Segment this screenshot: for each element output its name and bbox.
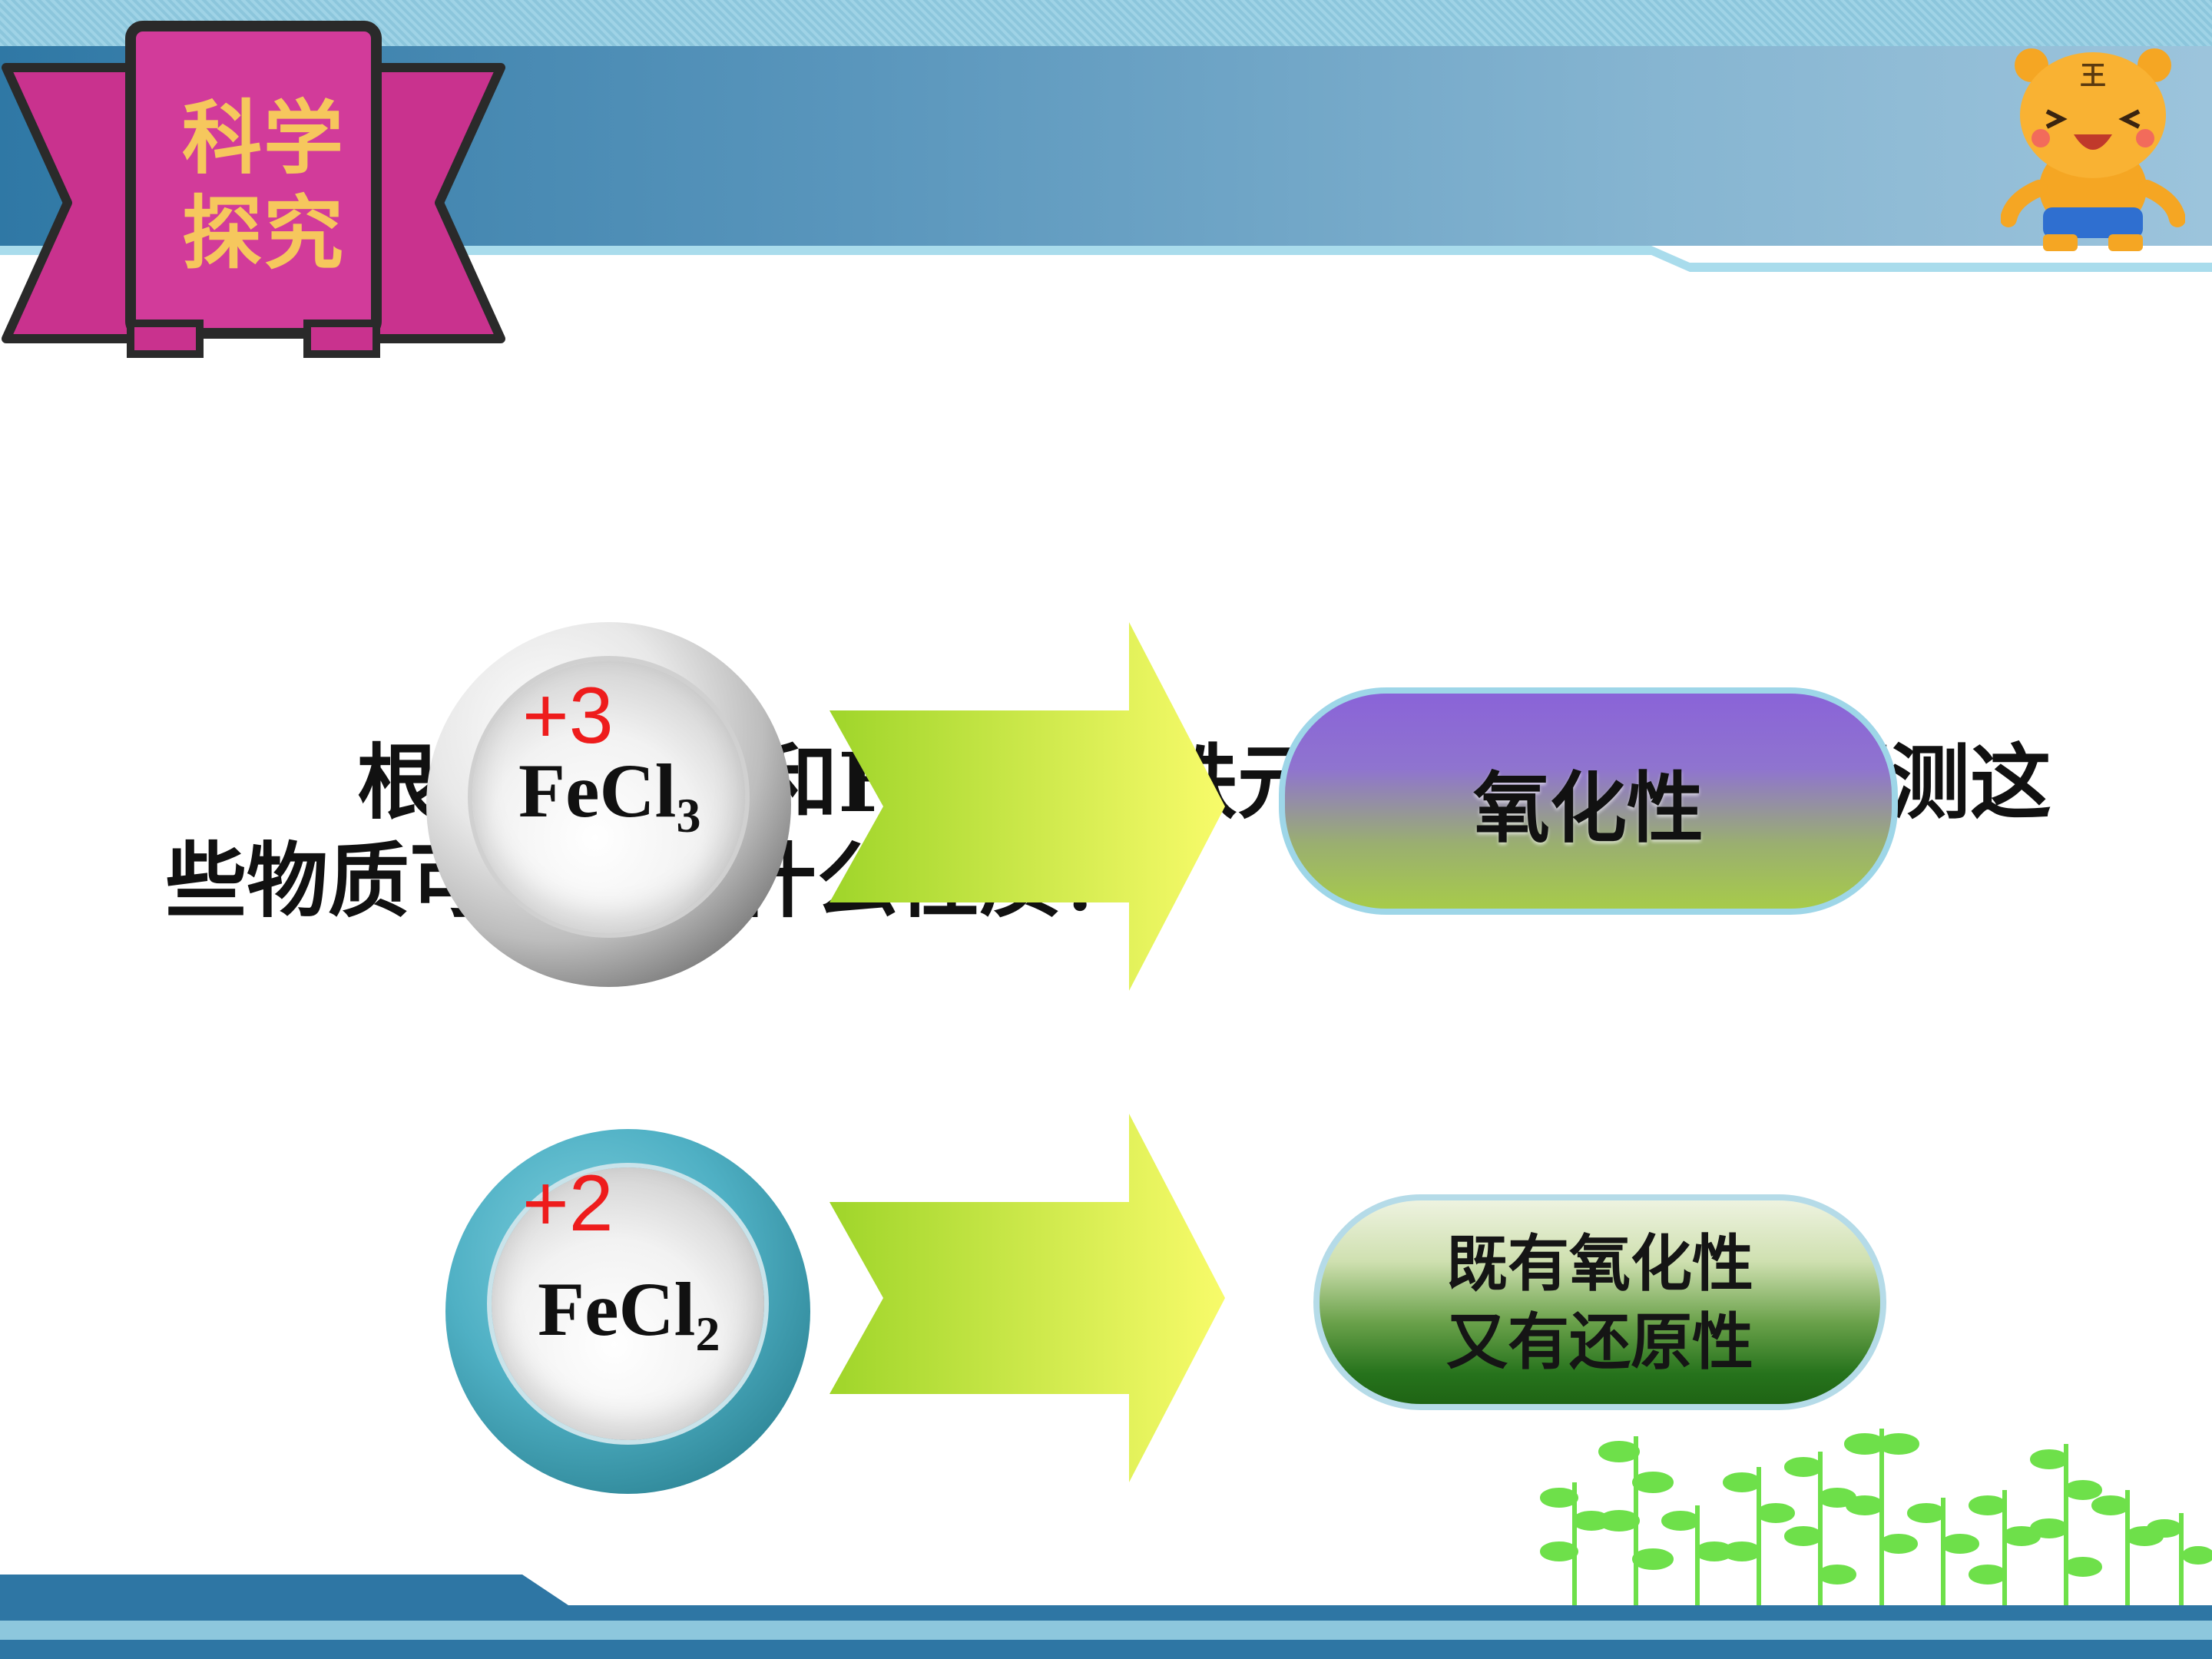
section-badge-title: 科学 探究 <box>175 91 352 281</box>
fecl3-charge: +3 <box>522 671 614 760</box>
footer-band <box>0 1575 2212 1659</box>
fecl2-formula-sub: 2 <box>695 1306 720 1361</box>
section-badge <box>2 21 505 358</box>
property-line-2: 又有还原性 <box>1446 1305 1753 1378</box>
arrow-right-icon <box>830 622 1225 991</box>
fecl2-formula-main: FeCl <box>538 1267 696 1352</box>
svg-text:王: 王 <box>2080 61 2106 91</box>
fecl3-formula-main: FeCl <box>518 748 677 833</box>
fecl3-disc-face <box>472 661 745 933</box>
fecl3-formula-sub: 3 <box>676 788 701 843</box>
property-line-1: 既有氧化性 <box>1446 1227 1753 1300</box>
property-pill-both: 既有氧化性 又有还原性 <box>1313 1194 1886 1410</box>
fecl2-formula: FeCl2 <box>538 1267 720 1376</box>
fecl2-charge: +2 <box>522 1159 614 1248</box>
property-pill-oxidizing: 氧化性 <box>1279 687 1898 915</box>
fecl2-disc-face <box>492 1167 764 1440</box>
arrow-right-icon <box>830 1114 1225 1482</box>
header-underline <box>0 246 2212 272</box>
badge-line-2: 探究 <box>181 187 345 280</box>
fecl3-formula: FeCl3 <box>518 749 700 858</box>
sprout-plants-icon <box>1540 1429 2212 1621</box>
tiger-mascot-icon: 王 <box>2001 48 2185 251</box>
badge-line-1: 科学 <box>181 91 345 185</box>
